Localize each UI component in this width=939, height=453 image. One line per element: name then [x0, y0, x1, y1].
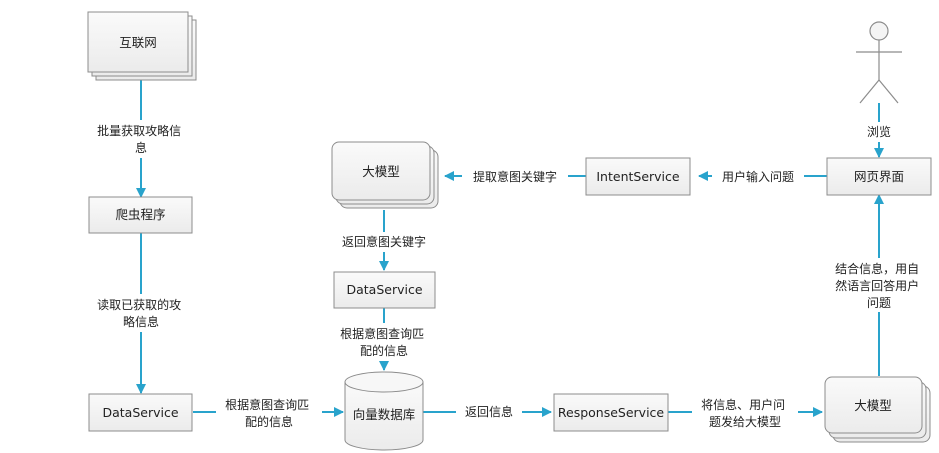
label-line: 结合信息，用自 [835, 261, 919, 276]
label-line: 读取已获取的攻 [97, 297, 181, 312]
node-llm-bottom[interactable]: 大模型 [824, 376, 931, 443]
label-line: 提取意图关键字 [473, 169, 557, 184]
edge-labels: 批量获取攻略信 息 读取已获取的攻 略信息 根据意图查询匹 配的信息 返回信息 … [88, 120, 932, 432]
label-line: 批量获取攻略信 [97, 123, 181, 138]
node-llm-top[interactable]: 大模型 [331, 141, 439, 209]
node-crawler-label: 爬虫程序 [115, 207, 165, 222]
label-line: 将信息、用户问 [701, 397, 785, 412]
label-line: 根据意图查询匹 [225, 397, 309, 412]
node-vector-db[interactable]: 向量数据库 [344, 371, 424, 451]
node-web-page-label: 网页界面 [854, 169, 904, 184]
label-line: 略信息 [123, 314, 159, 329]
nodes: 互联网 爬虫程序 DataService 向量数据库 ResponseServi… [87, 11, 932, 451]
label-line: 根据意图查询匹 [340, 326, 424, 341]
label-line: 然语言回答用户 [835, 278, 919, 293]
node-internet[interactable]: 互联网 [87, 11, 197, 81]
label-user-to-webpage: 浏览 [867, 124, 891, 139]
label-line: 返回意图关键字 [342, 234, 426, 249]
node-llm-bottom-label: 大模型 [854, 398, 892, 413]
stick-figure-icon [856, 21, 902, 104]
label-line: 浏览 [867, 124, 891, 139]
label-intent-to-llm: 提取意图关键字 [473, 169, 557, 184]
node-intent-service[interactable]: IntentService [585, 157, 691, 196]
label-line: 返回信息 [465, 404, 513, 419]
label-line: 问题 [867, 296, 891, 310]
node-internet-label: 互联网 [119, 35, 157, 50]
label-dataservice-to-vectordb: 根据意图查询匹 配的信息 [225, 397, 313, 429]
label-vectordb-to-response: 返回信息 [465, 404, 513, 419]
node-web-page[interactable]: 网页界面 [826, 157, 932, 196]
label-line: 用户输入问题 [722, 169, 794, 184]
node-dataservice-left[interactable]: DataService [88, 393, 193, 432]
node-intent-service-label: IntentService [596, 169, 680, 184]
label-response-to-llm: 将信息、用户问 题发给大模型 [701, 397, 789, 429]
label-dataservice-to-vectordb-query: 根据意图查询匹 配的信息 [340, 326, 428, 358]
label-internet-to-crawler: 批量获取攻略信 息 [97, 123, 185, 155]
edges [136, 80, 884, 417]
node-dataservice-mid[interactable]: DataService [333, 271, 436, 309]
label-line: 息 [135, 140, 147, 155]
node-dataservice-left-label: DataService [102, 405, 178, 420]
node-vector-db-label: 向量数据库 [353, 407, 416, 422]
label-webpage-to-intent: 用户输入问题 [722, 169, 794, 184]
node-llm-top-label: 大模型 [362, 164, 400, 179]
label-crawler-to-dataservice: 读取已获取的攻 略信息 [97, 297, 185, 329]
label-line: 题发给大模型 [709, 414, 781, 429]
node-dataservice-mid-label: DataService [346, 282, 422, 297]
node-response-service-label: ResponseService [558, 405, 665, 420]
node-crawler[interactable]: 爬虫程序 [88, 196, 193, 234]
label-line: 配的信息 [245, 414, 293, 429]
label-llm-to-dataservice: 返回意图关键字 [342, 234, 426, 249]
node-response-service[interactable]: ResponseService [553, 393, 669, 432]
label-line: 配的信息 [360, 343, 408, 358]
label-llm-to-webpage: 结合信息，用自 然语言回答用户 问题 [835, 261, 923, 310]
